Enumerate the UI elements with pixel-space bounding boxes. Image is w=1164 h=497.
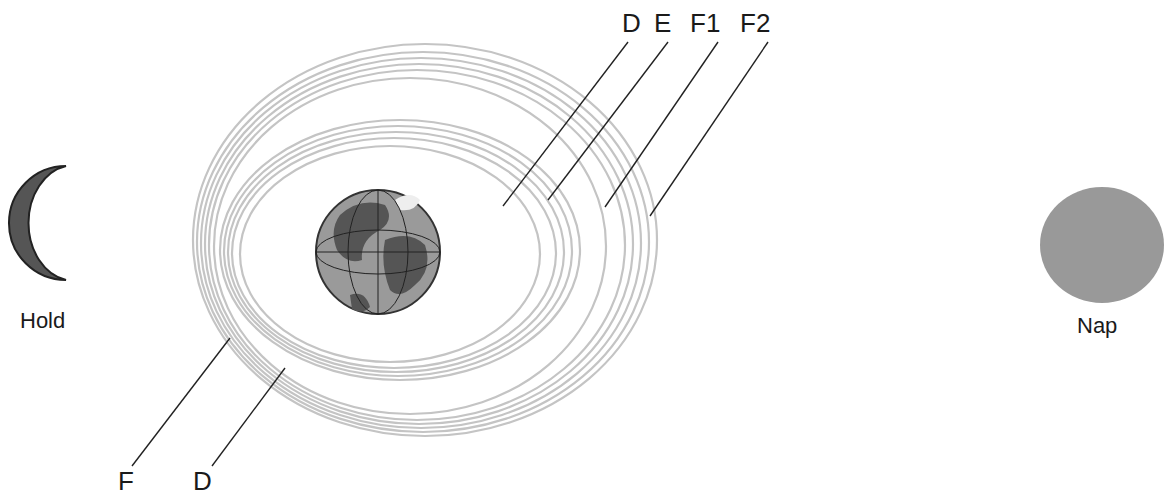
ionosphere-rings xyxy=(193,44,657,436)
layer-label: E xyxy=(654,10,671,36)
layer-label: F xyxy=(118,468,134,494)
moon-label: Hold xyxy=(20,310,65,332)
sun-disc xyxy=(1040,187,1164,303)
earth-globe xyxy=(316,190,440,314)
leader-lines xyxy=(132,42,768,466)
layer-label: F1 xyxy=(690,10,720,36)
layer-label: F2 xyxy=(740,10,770,36)
layer-label: D xyxy=(193,468,212,494)
layer-label: D xyxy=(622,10,641,36)
sun-label: Nap xyxy=(1077,315,1117,337)
moon-crescent xyxy=(9,166,66,280)
